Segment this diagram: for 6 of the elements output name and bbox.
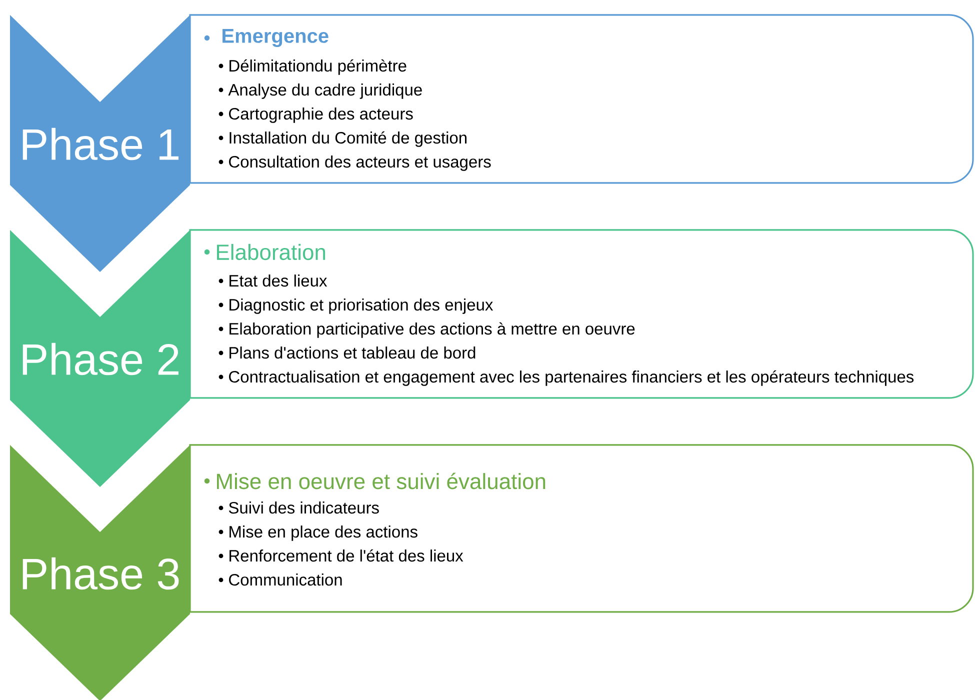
phase-box: Mise en oeuvre et suivi évaluation Suivi des indicateurs Mise en place des actions Renforcement de l'état des lieux Communication [189,444,974,613]
phase-banner: Phase 2 [10,230,190,487]
phase-banner: Phase 3 [10,444,190,700]
phase-box: Emergence Délimitationdu périmètre Analyse du cadre juridique Cartographie des acteurs Installation du Comité de gestion Consultation des acteurs et usagers [189,14,974,184]
phase-box: Elaboration Etat des lieux Diagnostic et priorisation des enjeux Elaboration participative des actions à mettre en oeuvre Plans d'actions et tableau de bord Contractualisation et engagement avec les partenaires financiers et les opérateurs techniques [189,229,974,399]
phase-banner: Phase 1 [10,14,190,272]
